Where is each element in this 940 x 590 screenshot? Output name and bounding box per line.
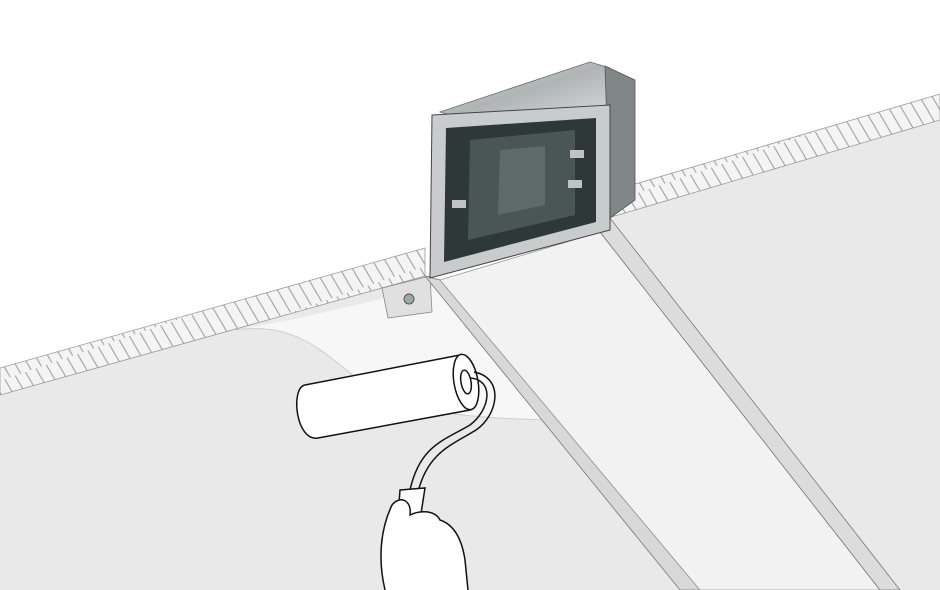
left-ceiling-surface [0, 276, 700, 590]
roller-handle-frame [409, 377, 488, 491]
roller-handle-frame-inner [417, 371, 496, 493]
profile-fin-left [452, 200, 466, 208]
right-ceiling-surface [608, 120, 940, 590]
profile-fin-right [570, 150, 584, 158]
plaster-patch [235, 285, 575, 420]
paint-roller [296, 353, 496, 590]
diffuser-left-flange [423, 275, 701, 590]
bracket-screw [403, 293, 415, 305]
diffuser [439, 231, 881, 590]
roller-core [459, 369, 473, 395]
profile-ridge [498, 146, 545, 215]
profile-fin-right-2 [568, 180, 582, 188]
hand [380, 499, 469, 590]
